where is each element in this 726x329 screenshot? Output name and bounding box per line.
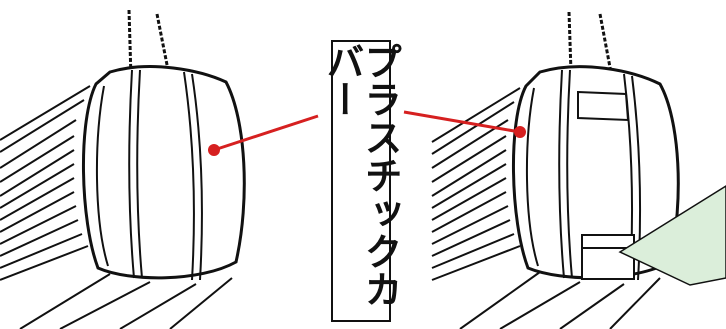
right-chains [567, 11, 614, 79]
left-plastic-cover [82, 65, 246, 280]
right-window [581, 234, 635, 280]
left-leader-line [213, 114, 319, 152]
right-rails [431, 87, 661, 329]
left-unit [0, 9, 319, 329]
right-leader-line [403, 110, 521, 134]
right-unit [403, 11, 726, 329]
right-sheet [618, 185, 726, 286]
label-box: プラスチックカバー [320, 40, 402, 322]
plastic-cover-label: プラスチックカバー [320, 42, 402, 308]
left-cover-seams [95, 69, 203, 281]
left-rails [0, 85, 233, 329]
